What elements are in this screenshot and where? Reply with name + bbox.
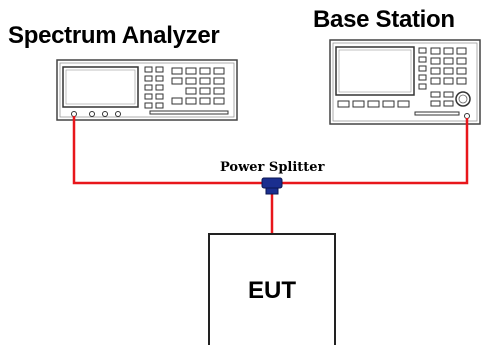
base-station-instrument (329, 39, 481, 125)
eut-label: EUT (248, 277, 296, 304)
rf-cables (72, 116, 469, 234)
eut-box: EUT (208, 233, 336, 345)
spectrum-analyzer-label: Spectrum Analyzer (8, 22, 220, 49)
cable-spectrum-analyzer (72, 116, 270, 185)
power-splitter-icon (261, 177, 283, 195)
spectrum-analyzer-screen (62, 66, 139, 108)
base-station-label: Base Station (313, 6, 455, 33)
spectrum-analyzer-instrument (56, 59, 238, 121)
power-splitter-label: Power Splitter (220, 160, 325, 175)
base-station-screen (335, 46, 415, 96)
cable-base-station (274, 118, 469, 185)
base-station-knob (455, 91, 471, 107)
